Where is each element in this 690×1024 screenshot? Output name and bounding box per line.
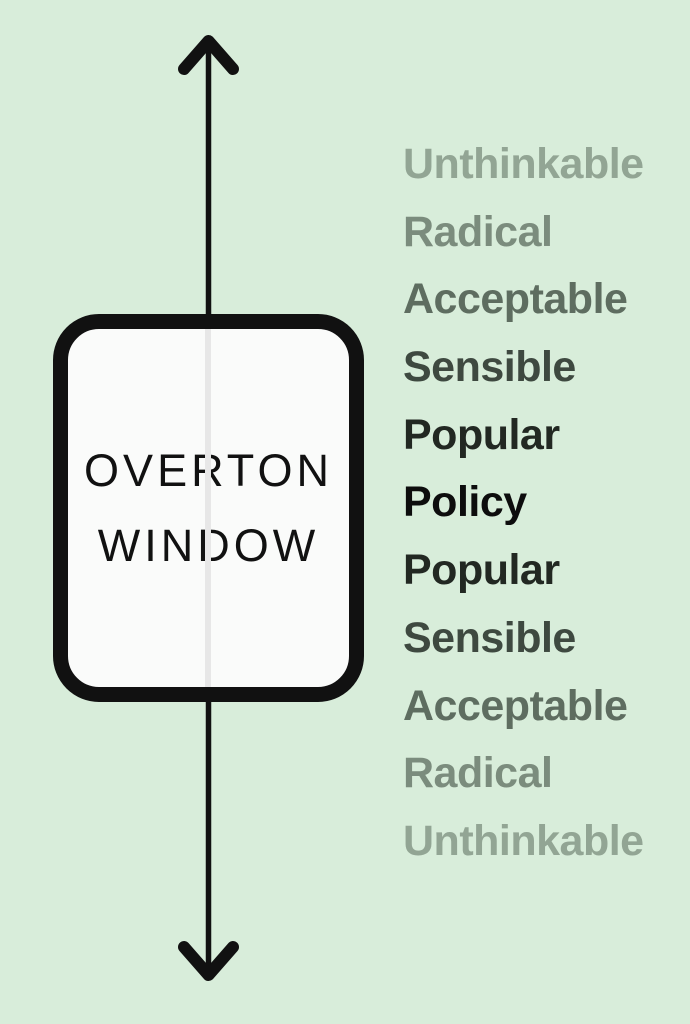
axis-line-through-window xyxy=(205,329,211,687)
scale-word-0: Unthinkable xyxy=(403,140,644,188)
scale-word-6: Popular xyxy=(403,546,560,595)
scale-word-5: Policy xyxy=(403,478,527,527)
arrow-head-down-icon xyxy=(178,941,239,981)
scale-word-9: Radical xyxy=(403,749,553,798)
scale-word-2: Acceptable xyxy=(403,275,628,324)
scale-word-8: Acceptable xyxy=(403,681,628,730)
scale-word-3: Sensible xyxy=(403,343,576,392)
scale-word-10: Unthinkable xyxy=(403,816,644,865)
scale-word-1: Radical xyxy=(403,207,553,256)
scale-word-4: Popular xyxy=(403,410,560,459)
arrow-head-up-icon xyxy=(178,35,239,75)
scale-word-7: Sensible xyxy=(403,613,576,662)
